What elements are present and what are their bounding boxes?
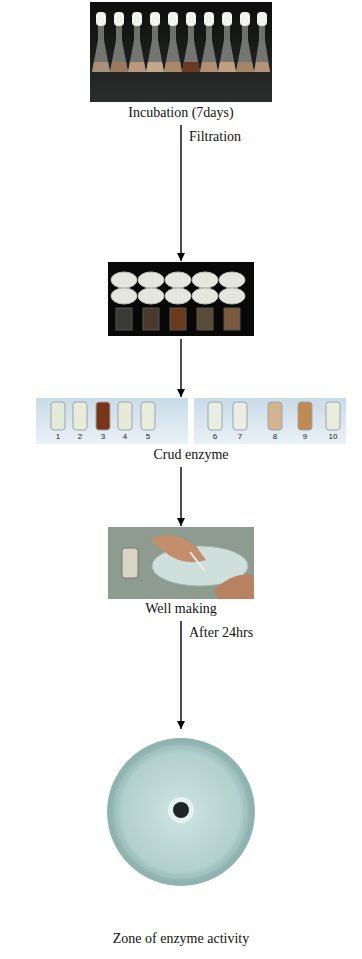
tube-number: 8 <box>273 432 277 442</box>
tube-number: 6 <box>213 432 217 442</box>
tube-number: 5 <box>146 432 150 442</box>
filtration-photo <box>108 262 254 336</box>
photo-panel <box>108 262 254 336</box>
tube-number: 1 <box>56 432 60 442</box>
step-caption: Crud enzyme <box>32 446 350 464</box>
petri-plate-photo <box>107 738 255 886</box>
edge-label: After 24hrs <box>187 625 255 641</box>
tube-number: 9 <box>303 432 307 442</box>
tube-number: 2 <box>78 432 82 442</box>
flow-arrow <box>180 467 181 526</box>
photo-panel: Zone of enzyme activity <box>96 730 266 948</box>
flow-arrow <box>180 339 181 397</box>
step-caption: Zone of enzyme activity <box>96 930 266 948</box>
photo-panel: Crud enzyme <box>32 398 350 464</box>
tube-photo <box>36 398 346 444</box>
step-caption: Well making <box>104 600 258 618</box>
tube-number: 10 <box>329 432 338 442</box>
photo-panel: Incubation (7days) <box>86 2 276 122</box>
well-making-photo <box>108 527 254 599</box>
flow-arrow <box>180 125 181 261</box>
edge-label: Filtration <box>187 129 243 145</box>
tube-number: 4 <box>123 432 127 442</box>
photo-panel: Well making <box>104 527 258 618</box>
flow-arrow <box>180 621 181 729</box>
step-caption: Incubation (7days) <box>86 104 276 122</box>
tube-number: 3 <box>101 432 105 442</box>
tube-number: 7 <box>238 432 242 442</box>
flask-photo <box>90 2 272 102</box>
